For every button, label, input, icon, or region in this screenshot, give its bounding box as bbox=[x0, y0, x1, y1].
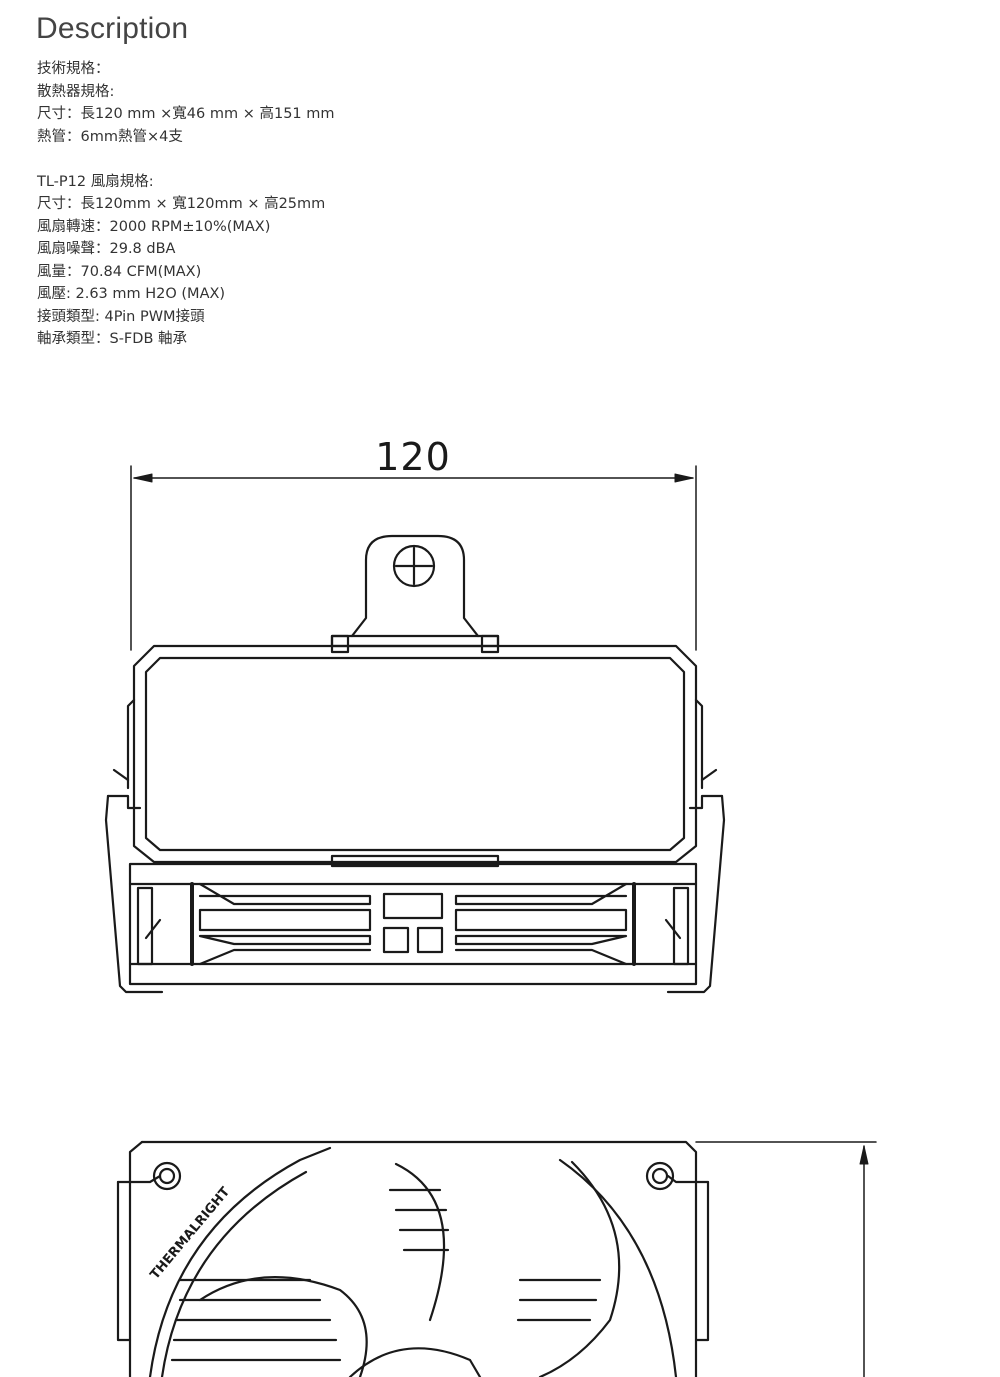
width-dimension-line bbox=[130, 465, 697, 651]
fan-speed: 風扇轉速：2000 RPM±10%(MAX) bbox=[37, 218, 271, 235]
fan-size: 尺寸：長120mm × 寬120mm × 高25mm bbox=[37, 196, 326, 212]
fan-spec-title: TL-P12 風扇規格: bbox=[37, 173, 154, 190]
heatsink-spec-title: 散熱器規格: bbox=[37, 83, 115, 100]
description-heading: Description bbox=[36, 12, 189, 45]
tech-spec-title: 技術規格： bbox=[37, 61, 110, 77]
heatsink-size: 尺寸：長120 mm ×寬46 mm × 高151 mm bbox=[37, 106, 335, 122]
height-dimension-line bbox=[695, 1141, 877, 1377]
fan-air-pressure: 風壓: 2.63 mm H2O (MAX) bbox=[37, 286, 226, 302]
fin-stack-front bbox=[128, 862, 698, 986]
fan-connector: 接頭類型: 4Pin PWM接頭 bbox=[37, 308, 205, 325]
fan-noise: 風扇噪聲：29.8 dBA bbox=[37, 241, 176, 257]
fan-frame bbox=[116, 1140, 710, 1377]
fan-airflow: 風量：70.84 CFM(MAX) bbox=[37, 263, 202, 280]
fan-bearing: 軸承類型：S-FDB 軸承 bbox=[37, 331, 187, 347]
heatsink-top-body bbox=[132, 644, 698, 868]
side-clips bbox=[104, 698, 726, 994]
spec-list: 技術規格： 散熱器規格: 尺寸：長120 mm ×寬46 mm × 高151 m… bbox=[37, 58, 335, 351]
brand-logo-text: THERMALRIGHT bbox=[148, 1185, 234, 1283]
width-dimension-label: 120 bbox=[375, 435, 451, 479]
heatpipe-spec: 熱管：6mm熱管×4支 bbox=[37, 128, 183, 145]
mounting-tab bbox=[330, 534, 500, 654]
